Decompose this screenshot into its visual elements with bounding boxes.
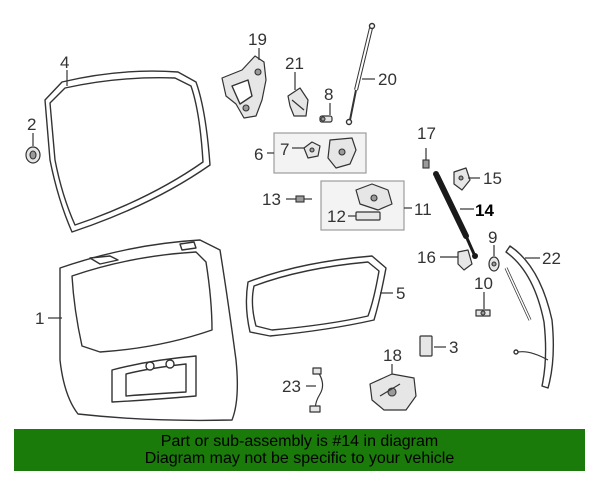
part-20-strut [345,22,376,126]
part-18-latch [369,373,417,411]
callout-5: 5 [396,284,405,303]
callout-3: 3 [449,338,458,357]
callout-4: 4 [60,53,69,72]
part-7-lock [303,141,321,159]
part-3-pad [419,335,433,357]
part-6-latch [327,137,357,169]
callout-17: 17 [417,124,436,143]
callout-6: 6 [254,145,263,164]
callout-15: 15 [483,169,502,188]
part-11-striker [355,183,393,211]
callout-19: 19 [248,30,267,49]
part-10-bolt [475,309,491,317]
part-2-grommet [25,146,41,164]
callout-7: 7 [280,140,289,159]
callout-12: 12 [327,207,346,226]
callout-10: 10 [474,274,493,293]
callout-22: 22 [542,249,561,268]
part-8-clip [319,115,333,123]
part-1-liftgate [59,239,239,422]
part-9-bracket [488,256,500,272]
callout-23: 23 [282,377,301,396]
note-line-1: Part or sub-assembly is #14 in diagram [160,433,439,450]
callout-2: 2 [27,115,36,134]
callout-11: 11 [414,200,432,219]
note-banner-bg [14,429,585,471]
part-21-bracket [287,87,309,117]
note-line-2: Diagram may not be specific to your vehi… [144,450,455,467]
part-15-bracket [453,167,471,191]
part-17-bolt [422,148,430,169]
part-14-body [434,173,469,239]
part-13-bolt [295,195,312,203]
part-16-mount [457,249,473,271]
part-14-strut [433,171,478,259]
part-12-pad [355,211,381,221]
callout-16: 16 [417,248,436,267]
note-banner: Part or sub-assembly is #14 in diagram D… [14,429,585,471]
callout-20: 20 [378,70,397,89]
callout-13: 13 [262,190,281,209]
callout-9: 9 [488,228,497,247]
part-19-hinge [221,55,267,119]
part-4-glass [44,70,211,233]
callout-14: 14 [475,201,494,220]
callout-8: 8 [324,85,333,104]
part-5-glass [245,255,387,337]
part-22-assembly [504,245,555,389]
callout-21: 21 [285,54,304,73]
callout-1: 1 [35,309,44,328]
callout-18: 18 [383,346,402,365]
part-23-harness [309,367,324,413]
